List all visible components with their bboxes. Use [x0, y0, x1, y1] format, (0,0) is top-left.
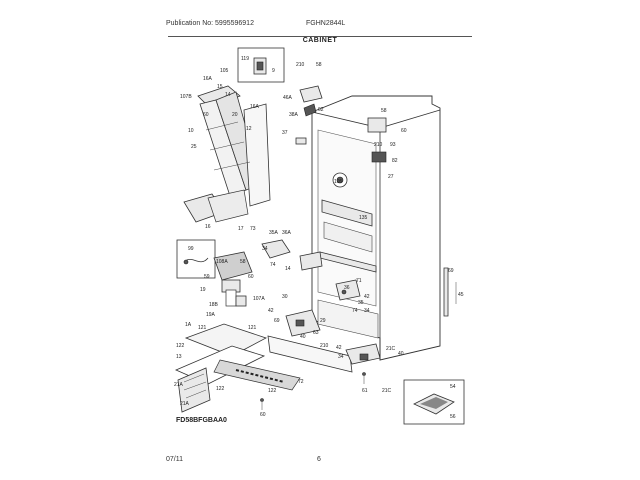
diagram-code: FD58BFGBAA0	[176, 417, 227, 424]
callout: 59	[204, 274, 210, 280]
callout: 35A	[269, 230, 279, 236]
callout: 45	[458, 292, 464, 298]
callout: 36	[344, 285, 350, 291]
callout: 69	[448, 268, 454, 274]
callout: 72	[298, 379, 304, 385]
callout: 74	[270, 262, 276, 268]
callout: 58	[316, 62, 322, 68]
callout: 34	[338, 354, 344, 360]
callout: 122	[176, 343, 185, 349]
callout: 42	[364, 294, 370, 300]
callout: 46A	[283, 95, 293, 101]
callout: 16A	[250, 104, 260, 110]
callout: 25	[191, 144, 197, 150]
callout: 42	[336, 345, 342, 351]
callout: 34	[364, 308, 370, 314]
control-housing	[213, 251, 253, 307]
callout: 9	[272, 68, 275, 74]
callout: 15	[217, 84, 223, 90]
header-rule	[168, 36, 472, 37]
inset-box-wiring	[176, 239, 216, 279]
callout: 1A	[185, 322, 192, 328]
callout: 21A	[180, 401, 190, 407]
callout: 29	[320, 318, 326, 324]
callout: 61	[362, 388, 368, 394]
callout: 21A	[174, 382, 184, 388]
callout: 56	[450, 414, 456, 420]
side-rail	[443, 267, 449, 317]
callout-labels: 105 119 9 16A 107B 15 14 16A 60 20 12 10…	[174, 56, 464, 420]
callout: 74	[352, 308, 358, 314]
callout: 19A	[206, 312, 216, 318]
callout: 73	[250, 226, 256, 232]
inset-box-top	[237, 47, 285, 83]
callout: 16A	[203, 76, 213, 82]
callout: 122	[216, 386, 225, 392]
callout: 36A	[282, 230, 292, 236]
callout: 93	[390, 142, 396, 148]
callout: 13	[176, 354, 182, 360]
callout: 60	[248, 274, 254, 280]
callout: 54	[450, 384, 456, 390]
page-title: CABINET	[302, 37, 338, 44]
callout: 17	[238, 226, 244, 232]
callout: 60	[401, 128, 407, 134]
callout: 107B	[180, 94, 192, 100]
callout: 37	[282, 130, 288, 136]
callout: 210	[296, 62, 305, 68]
callout: 35	[358, 300, 364, 306]
callout: 21C	[386, 346, 396, 352]
callout: 40	[300, 334, 306, 340]
callout: 21C	[382, 388, 392, 394]
callout: 58	[381, 108, 387, 114]
callout: 63	[313, 330, 319, 336]
callout: 42	[268, 308, 274, 314]
callout: 122	[268, 388, 277, 394]
callout: 18B	[209, 302, 219, 308]
callout: 107A	[253, 296, 265, 302]
callout: 69	[274, 318, 280, 324]
callout: 71	[356, 278, 362, 284]
callout: 16	[205, 224, 211, 230]
footer-page-number: 6	[317, 456, 321, 463]
cabinet-shell	[311, 95, 441, 361]
callout: 121	[198, 325, 207, 331]
callout: 58	[240, 259, 246, 265]
callout: 99	[188, 246, 194, 252]
inset-top-part	[253, 57, 267, 75]
mid-bracket-assembly	[261, 239, 361, 301]
callout: 14	[285, 266, 291, 272]
toe-grille	[174, 309, 381, 413]
callout: 108A	[216, 259, 228, 265]
callout: 121	[248, 325, 257, 331]
callout: 14	[225, 92, 231, 98]
callout: 119	[241, 56, 249, 62]
callout: 34	[262, 246, 268, 252]
callout: 12	[246, 126, 252, 132]
callout: 27	[388, 174, 394, 180]
callout: 30	[282, 294, 288, 300]
callout: 10	[188, 128, 194, 134]
callout: 20	[232, 112, 238, 118]
model-number: FGHN2844L	[306, 20, 346, 27]
evaporator-assembly	[183, 85, 271, 223]
callout: 210	[320, 343, 329, 349]
callout: 19	[200, 287, 206, 293]
screws	[260, 372, 366, 410]
top-hinge-parts	[295, 85, 323, 145]
callout: 60	[260, 412, 266, 418]
callout: 105	[220, 68, 229, 74]
callout: 105	[334, 179, 343, 185]
footer-date: 07/11	[166, 456, 183, 463]
callout: 60	[203, 112, 209, 118]
callout: 38A	[289, 112, 299, 118]
callout: 210	[374, 142, 383, 148]
callout: 82	[392, 158, 398, 164]
callout: 135	[359, 215, 368, 221]
callout: 40	[398, 351, 404, 357]
callout: 62	[318, 107, 324, 113]
publication-number: Publication No: 5995596912	[166, 20, 254, 27]
